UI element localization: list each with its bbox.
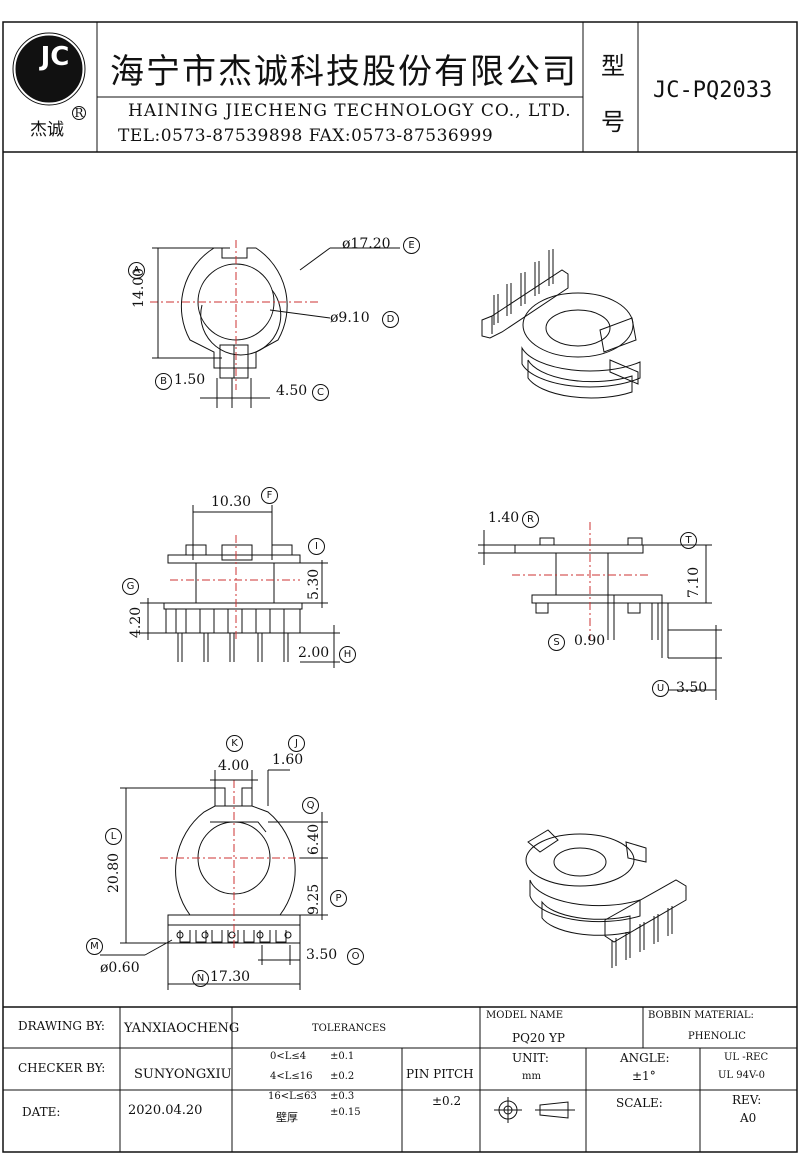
tol-range-1: 0<L≤4 <box>270 1051 307 1062</box>
tol-range-4: 壁厚 <box>276 1111 298 1124</box>
title-block-grid <box>3 1006 797 1152</box>
model-number: JC-PQ2033 <box>653 78 773 103</box>
logo-circle <box>15 35 83 103</box>
dim-value-k: 4.00 <box>218 758 250 774</box>
type-label-1: 型 <box>601 52 625 80</box>
dim-value-g: 4.20 <box>128 606 144 638</box>
dim-letter-b: B <box>155 373 172 390</box>
dim-letter-f: F <box>261 487 278 504</box>
dim-value-f: 10.30 <box>211 494 252 510</box>
dim-letter-u: U <box>652 680 669 697</box>
tol-value-4: ±0.15 <box>330 1107 361 1118</box>
drawing-by-value: YANXIAOCHENG <box>124 1021 240 1036</box>
dim-value-a: 14.00 <box>131 267 147 308</box>
sheet-border <box>2 21 798 1153</box>
pin-pitch-label: PIN PITCH <box>406 1067 474 1081</box>
tol-value-1: ±0.1 <box>330 1051 355 1062</box>
dim-value-d: ø9.10 <box>330 310 370 326</box>
dim-value-i: 5.30 <box>306 568 322 600</box>
dim-letter-j: J <box>288 735 305 752</box>
date-value: 2020.04.20 <box>128 1103 203 1118</box>
logo-cn: 杰诚 <box>30 120 64 140</box>
dim-value-q: 6.40 <box>306 823 322 855</box>
dim-value-e: ø17.20 <box>342 236 391 252</box>
dim-letter-t: T <box>680 532 697 549</box>
registered-mark: R <box>72 106 86 120</box>
dim-value-n: 17.30 <box>210 969 251 985</box>
dim-letter-q: Q <box>302 797 319 814</box>
angle-value: ±1° <box>632 1069 656 1083</box>
dim-value-p: 9.25 <box>306 883 322 915</box>
dim-value-m: ø0.60 <box>100 960 140 976</box>
dim-letter-k: K <box>226 735 243 752</box>
drawing-by-label: DRAWING BY: <box>18 1019 105 1033</box>
dim-letter-s: S <box>548 634 565 651</box>
bobbin-material-label: BOBBIN MATERIAL: <box>648 1010 754 1021</box>
front-view <box>140 505 340 668</box>
side-view <box>478 522 722 700</box>
ul-94v0: UL 94V-0 <box>718 1070 766 1081</box>
company-name-cn: 海宁市杰诚科技股份有限公司 <box>110 52 578 92</box>
dim-letter-d: D <box>382 311 399 328</box>
company-name-en: HAINING JIECHENG TECHNOLOGY CO., LTD. <box>128 101 572 121</box>
dim-letter-r: R <box>522 511 539 528</box>
tol-range-2: 4<L≤16 <box>270 1071 313 1082</box>
dim-value-o: 3.50 <box>306 947 338 963</box>
dim-value-h: 2.00 <box>298 645 330 661</box>
checker-by-label: CHECKER BY: <box>18 1061 106 1075</box>
ul-rec: UL -REC <box>724 1052 769 1063</box>
logo-text: JC <box>40 42 70 72</box>
scale-label: SCALE: <box>616 1096 663 1110</box>
dim-letter-l: L <box>105 828 122 845</box>
checker-by-value: SUNYONGXIU <box>134 1067 232 1082</box>
unit-label: UNIT: <box>512 1051 549 1065</box>
dim-letter-o: O <box>347 948 364 965</box>
dim-value-s: 0.90 <box>574 633 606 649</box>
dim-letter-a: A <box>128 262 145 279</box>
model-name-label: MODEL NAME <box>486 1010 564 1021</box>
type-label-2: 号 <box>601 108 625 136</box>
iso-view-bottom <box>525 829 687 968</box>
bottom-view <box>100 769 328 990</box>
dim-value-l: 20.80 <box>106 852 122 893</box>
dim-letter-p: P <box>330 890 347 907</box>
tol-value-3: ±0.3 <box>330 1091 355 1102</box>
dim-value-r: 1.40 <box>488 510 520 526</box>
iso-view-top <box>481 249 641 399</box>
tol-range-3: 16<L≤63 <box>268 1091 317 1102</box>
rev-label: REV: <box>732 1093 762 1107</box>
bobbin-material-value: PHENOLIC <box>688 1031 746 1042</box>
dim-value-t: 7.10 <box>686 566 702 598</box>
tolerances-label: TOLERANCES <box>312 1023 387 1034</box>
date-label: DATE: <box>22 1105 61 1119</box>
dim-letter-c: C <box>312 384 329 401</box>
pin-pitch-value: ±0.2 <box>432 1094 462 1108</box>
dim-letter-e: E <box>403 237 420 254</box>
dim-letter-g: G <box>122 578 139 595</box>
angle-label: ANGLE: <box>620 1051 670 1065</box>
dim-letter-i: I <box>308 538 325 555</box>
dim-letter-n: N <box>192 970 209 987</box>
company-contact: TEL:0573-87539898 FAX:0573-87536999 <box>118 126 494 146</box>
rev-value: A0 <box>740 1111 757 1125</box>
dim-letter-m: M <box>86 938 103 955</box>
dim-value-j: 1.60 <box>272 752 304 768</box>
dim-value-c: 4.50 <box>276 383 308 399</box>
dim-letter-h: H <box>339 646 356 663</box>
dim-value-b: 1.50 <box>174 372 206 388</box>
unit-value: mm <box>522 1071 541 1082</box>
top-view <box>150 240 400 408</box>
dim-value-u: 3.50 <box>676 680 708 696</box>
model-name-value: PQ20 YP <box>512 1031 565 1045</box>
tol-value-2: ±0.2 <box>330 1071 355 1082</box>
